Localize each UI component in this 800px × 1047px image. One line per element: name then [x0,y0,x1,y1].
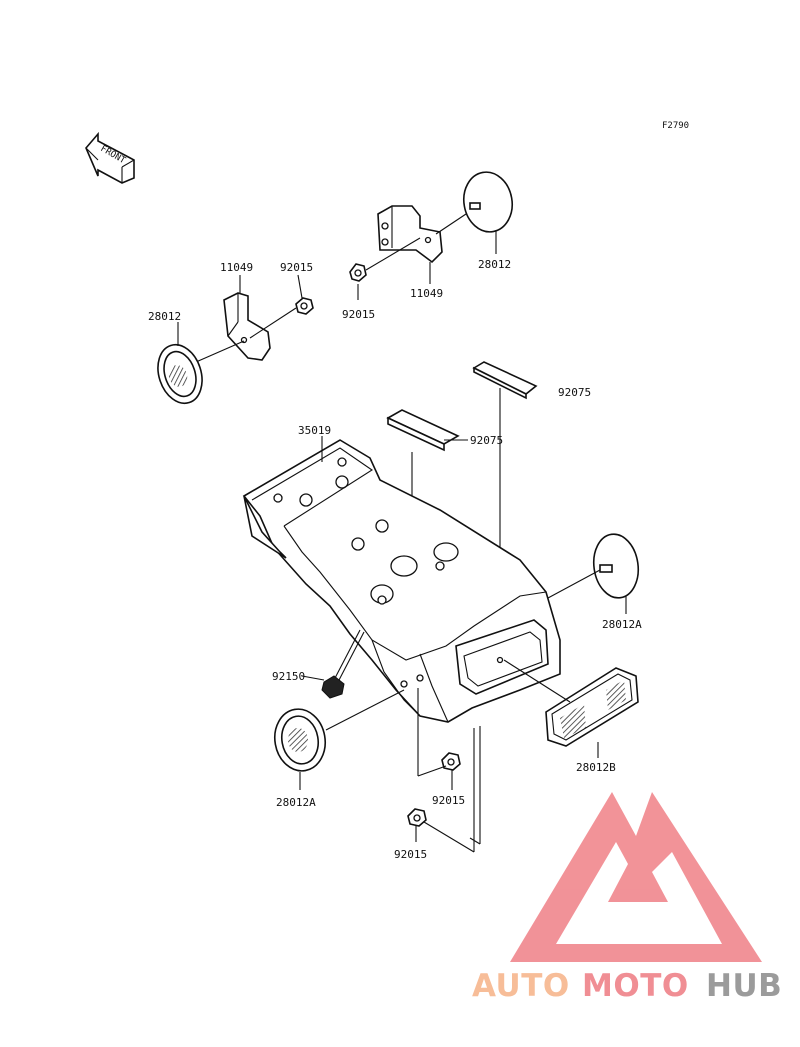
label-fender: 35019 [298,424,331,437]
label-pad-right: 92075 [558,386,591,399]
nut-lower-a [441,752,461,771]
label-bolt: 92150 [272,670,305,683]
logo-word-moto: MOTO [582,968,689,1004]
nut-lower-b [407,808,427,827]
bracket-upper [377,205,443,264]
bracket-left [223,292,271,361]
label-reflector-side-left: 28012A [276,796,316,809]
pad-left [386,409,460,452]
nut-left [295,297,314,315]
reflector-upper [462,171,514,233]
reflector-left [157,343,203,405]
label-reflector-rear: 28012B [576,761,616,774]
label-pad-left: 92075 [470,434,503,447]
left-reflector-assembly: 11049 92015 28012 [148,261,314,405]
reflector-rear [545,667,639,747]
label-reflector-side-right: 28012A [602,618,642,631]
automotohub-logo: AUTO MOTO HUB [472,792,782,1004]
upper-reflector-assembly: 92015 11049 28012 [342,171,514,321]
label-reflector-left: 28012 [148,310,181,323]
label-bracket-upper: 11049 [410,287,443,300]
logo-word-hub: HUB [706,968,782,1004]
label-nut-lower-a: 92015 [432,794,465,807]
logo-triangle-mark [510,792,762,962]
rear-fender-housing [242,439,561,723]
reflector-side-right [592,533,640,599]
front-direction-arrow: FRONT [85,131,135,184]
label-nut-upper: 92015 [342,308,375,321]
label-bracket-left: 11049 [220,261,253,274]
label-nut-left: 92015 [280,261,313,274]
pad-right [472,361,538,400]
label-nut-lower-b: 92015 [394,848,427,861]
bolt [321,629,365,699]
logo-word-auto: AUTO [472,968,570,1004]
nut-upper [349,263,367,282]
reflector-side-left [273,708,327,772]
reference-code: F2790 [662,121,689,131]
label-reflector-upper: 28012 [478,258,511,271]
